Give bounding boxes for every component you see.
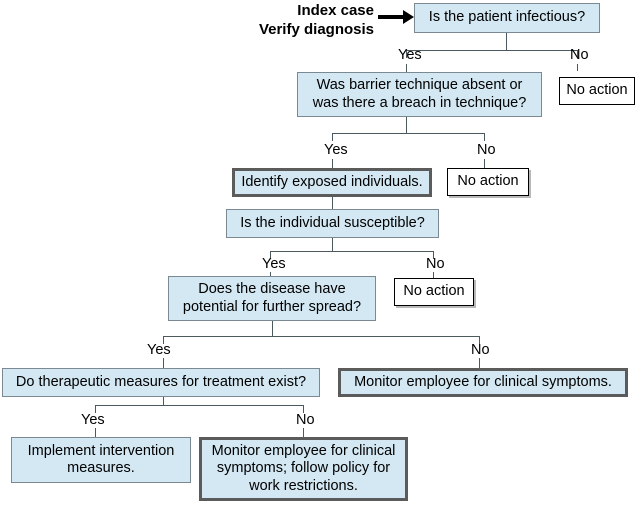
edge-q1-stem	[506, 33, 507, 50]
edge-q3-stem	[332, 238, 333, 251]
edge-q4-yes-drop-a	[163, 336, 164, 344]
node-no-action-1[interactable]: No action	[559, 77, 635, 105]
branch-label-q3-no: No	[426, 256, 445, 272]
branch-label-q3-yes: Yes	[262, 256, 286, 272]
branch-label-q5-no: No	[296, 412, 315, 428]
branch-label-q4-no: No	[471, 342, 490, 358]
node-is-individual-susceptible[interactable]: Is the individual susceptible?	[226, 209, 439, 238]
node-monitor-employee-symptoms[interactable]: Monitor employee for clinical symptoms.	[338, 368, 628, 397]
edge-q5-yes-drop-b	[95, 428, 96, 437]
edge-q4-stem	[272, 321, 273, 336]
edge-q4-yes-drop-b	[163, 358, 164, 368]
entry-label: Index case Verify diagnosis	[258, 2, 374, 38]
branch-label-q5-yes: Yes	[81, 412, 105, 428]
edge-q2-stem	[406, 117, 407, 133]
edge-q2-yes-drop-b	[332, 159, 333, 168]
edge-q4-no-drop-a	[479, 336, 480, 344]
edge-q1-yes-drop-b	[406, 64, 407, 72]
node-barrier-technique-question[interactable]: Was barrier technique absent or was ther…	[297, 72, 542, 117]
node-monitor-follow-policy[interactable]: Monitor employee for clinical symptoms; …	[199, 437, 408, 501]
edge-q5-split	[95, 405, 304, 406]
node-disease-further-spread[interactable]: Does the disease have potential for furt…	[168, 276, 376, 321]
branch-label-q1-no: No	[570, 47, 589, 63]
node-no-action-2[interactable]: No action	[447, 168, 529, 196]
branch-label-q4-yes: Yes	[147, 342, 171, 358]
edge-q5-stem	[163, 397, 164, 405]
branch-label-q2-no: No	[477, 142, 496, 158]
node-identify-exposed-individuals[interactable]: Identify exposed individuals.	[232, 168, 432, 197]
entry-arrow-head-icon	[403, 10, 414, 24]
edge-q1-no-drop-b	[577, 64, 578, 71]
branch-label-q1-yes: Yes	[398, 47, 422, 63]
edge-q2-no-drop-b	[484, 159, 485, 168]
entry-arrow-shaft	[378, 15, 406, 19]
node-implement-intervention-measures[interactable]: Implement intervention measures.	[11, 437, 191, 483]
branch-label-q2-yes: Yes	[324, 142, 348, 158]
edge-q5-no-drop-b	[303, 428, 304, 437]
edge-q3-split	[270, 251, 434, 252]
edge-q5-yes-drop-a	[95, 405, 96, 413]
node-is-patient-infectious[interactable]: Is the patient infectious?	[414, 3, 600, 33]
edge-q3-no-drop-a	[433, 251, 434, 259]
edge-q4-no-drop-b	[479, 358, 480, 368]
edge-q2-yes-drop-a	[332, 133, 333, 141]
edge-q3-no-drop-b	[433, 272, 434, 280]
edge-q1-no-drop-a	[577, 50, 578, 58]
edge-q1-yes-drop-a	[406, 50, 407, 58]
node-no-action-3[interactable]: No action	[394, 278, 474, 306]
node-therapeutic-measures-exist[interactable]: Do therapeutic measures for treatment ex…	[2, 368, 320, 397]
edge-q4-split	[163, 336, 480, 337]
edge-q5-no-drop-a	[303, 405, 304, 413]
edge-q1-split	[406, 50, 577, 51]
edge-q2-split	[332, 133, 484, 134]
edge-q3-yes-drop-a	[270, 251, 271, 259]
edge-a1-stem	[332, 197, 333, 209]
edge-q2-no-drop-a	[484, 133, 485, 141]
